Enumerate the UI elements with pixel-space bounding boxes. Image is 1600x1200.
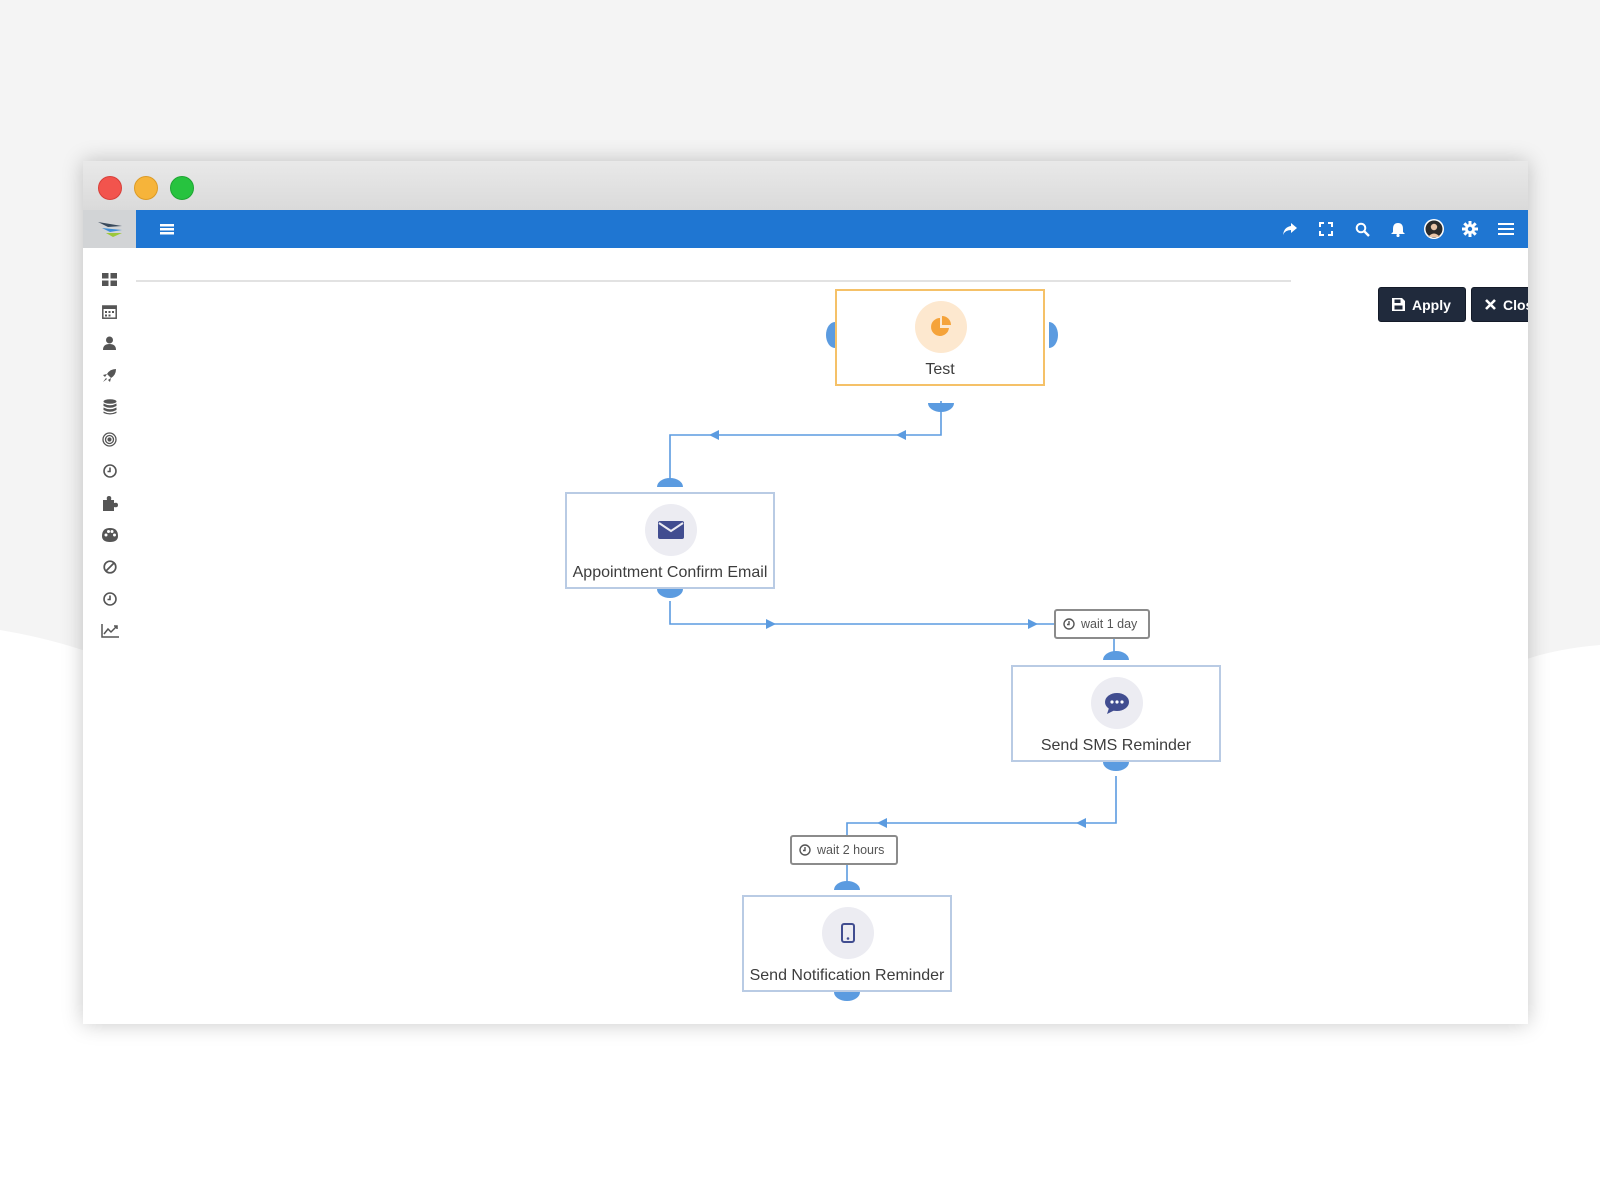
share-icon[interactable] <box>1280 219 1300 239</box>
dashboard-icon[interactable] <box>101 270 119 288</box>
app-logo[interactable] <box>83 210 136 248</box>
close-studio-button[interactable]: Close Studio <box>1471 287 1528 322</box>
app-window: Apply Close Studio Test A <box>83 161 1528 1024</box>
palette-icon[interactable] <box>101 526 119 544</box>
logo-icon <box>97 222 122 237</box>
wait-label: wait 1 day <box>1081 617 1138 631</box>
flow-node-appointment-confirm-email[interactable]: Appointment Confirm Email <box>565 492 775 589</box>
save-icon <box>1392 298 1405 311</box>
database-icon[interactable] <box>101 398 119 416</box>
window-titlebar <box>83 161 1528 210</box>
gear-icon[interactable] <box>1460 219 1480 239</box>
flow-connectors <box>657 322 1129 1001</box>
wait-label: wait 2 hours <box>817 843 885 857</box>
ban-icon[interactable] <box>101 558 119 576</box>
flow-node-label: Send Notification Reminder <box>749 967 945 984</box>
window-maximize-dot[interactable] <box>170 176 194 200</box>
clock-icon <box>799 844 811 856</box>
connector-arrows <box>709 430 1086 828</box>
studio-subheader <box>136 248 1528 282</box>
menu-icon[interactable] <box>1496 219 1516 239</box>
pie-chart-icon <box>931 316 951 336</box>
mobile-icon <box>841 923 855 943</box>
flow-node-test[interactable]: Test <box>835 289 1045 386</box>
clock-icon <box>1063 618 1075 630</box>
flow-node-send-sms-reminder[interactable]: Send SMS Reminder <box>1011 665 1221 762</box>
node-ports <box>657 322 1129 1001</box>
connector-lines <box>669 401 1117 885</box>
user-icon[interactable] <box>101 334 119 352</box>
flow-node-label: Test <box>925 361 955 378</box>
bell-icon[interactable] <box>1388 219 1408 239</box>
rocket-icon[interactable] <box>101 366 119 384</box>
puzzle-icon[interactable] <box>101 494 119 512</box>
left-sidebar <box>83 248 137 1024</box>
apply-button[interactable]: Apply <box>1378 287 1466 322</box>
wait-delay-1[interactable]: wait 1 day <box>1054 609 1150 639</box>
window-minimize-dot[interactable] <box>134 176 158 200</box>
topbar-actions <box>1280 210 1516 248</box>
close-studio-label: Close Studio <box>1503 296 1528 313</box>
user-avatar[interactable] <box>1424 219 1444 239</box>
flow-canvas[interactable]: Apply Close Studio Test A <box>136 282 1528 1024</box>
top-navbar <box>136 210 1528 248</box>
calendar-icon[interactable] <box>101 302 119 320</box>
fullscreen-icon[interactable] <box>1316 219 1336 239</box>
chat-bubble-icon <box>1105 693 1129 714</box>
target-icon[interactable] <box>101 430 119 448</box>
search-icon[interactable] <box>1352 219 1372 239</box>
flow-node-label: Send SMS Reminder <box>1040 737 1192 754</box>
history-icon[interactable] <box>101 590 119 608</box>
flow-node-label: Appointment Confirm Email <box>572 564 768 581</box>
window-close-dot[interactable] <box>98 176 122 200</box>
apply-label: Apply <box>1412 296 1451 313</box>
wait-delay-2[interactable]: wait 2 hours <box>790 835 898 865</box>
flow-node-send-notification-reminder[interactable]: Send Notification Reminder <box>742 895 952 992</box>
clock-icon[interactable] <box>101 462 119 480</box>
sidebar-toggle-icon[interactable] <box>160 222 174 240</box>
envelope-icon <box>658 521 684 539</box>
close-icon <box>1485 299 1496 310</box>
chart-icon[interactable] <box>100 622 119 640</box>
